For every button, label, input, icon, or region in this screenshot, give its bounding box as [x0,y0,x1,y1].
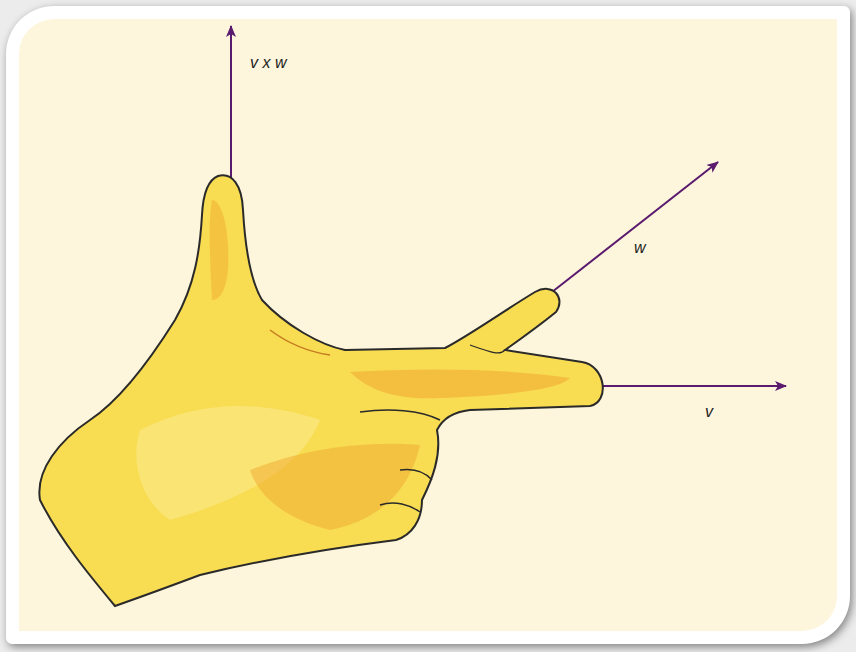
vector-label: v x w [250,55,286,71]
cross-product-vector [230,26,232,178]
crease [270,330,330,355]
hand [39,175,602,606]
crease [400,469,432,480]
thumb-shading [210,200,229,300]
crease [360,410,440,420]
w-vector [552,162,718,292]
finger-shading [350,370,570,399]
vector-label: v [705,404,713,420]
palm-shading [250,444,420,530]
vector-label: w [634,240,646,256]
crease [380,503,420,512]
v-vector [598,385,786,387]
crease [470,345,505,353]
